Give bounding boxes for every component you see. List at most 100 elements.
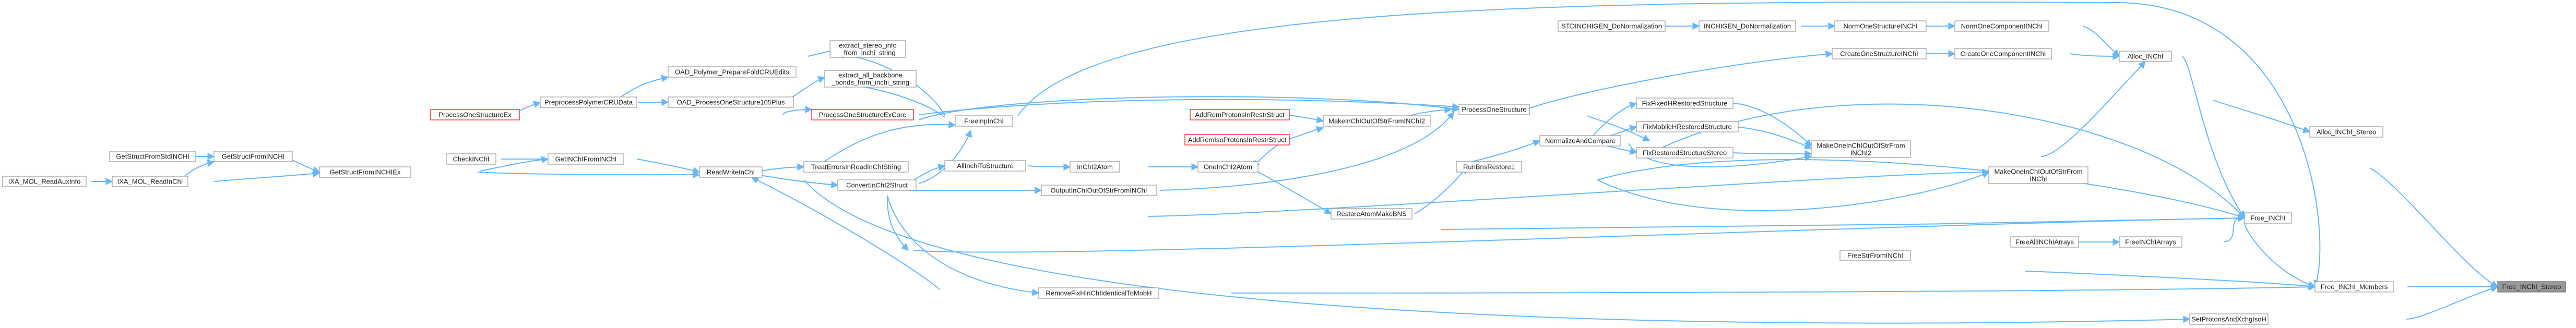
node-extract-stereo-info[interactable]: extract_stereo_info_from_inchi_string [829, 40, 906, 58]
node-setprotonsandxchgisoh[interactable]: SetProtonsAndXchgIsoH [2189, 313, 2269, 325]
node-normoneComponentinchi[interactable]: NormOneComponentINChI [1954, 20, 2049, 32]
node-free-inchi[interactable]: Free_INChI [2244, 212, 2292, 224]
node-createonestructureinchi[interactable]: CreateOneStructureINChI [1832, 48, 1927, 59]
node-fixmobilehrestoredstructure[interactable]: FixMobileHRestoredStructure [1636, 121, 1739, 132]
node-label: FixRestoredStructureStereo [1643, 149, 1727, 157]
node-label: FreeINChIArrays [2125, 238, 2176, 246]
node-addremisoprotinrestrstruct[interactable]: AddRemIsoProtonsInRestrStruct [1184, 134, 1290, 145]
node-box [1038, 287, 1159, 299]
node-convertinchi2struct[interactable]: ConvertInChI2Struct [837, 179, 917, 191]
node-getinchifrominchi[interactable]: GetINChIFromINChI [548, 153, 624, 165]
node-label: AddRemProtonsInRestrStruct [1195, 111, 1285, 119]
node-box [319, 166, 411, 178]
node-treaterrorsinreadinchistring[interactable]: TreatErrorsInReadInChIString [803, 161, 909, 173]
node-freeallinchiarrays[interactable]: FreeAllINChIArrays [2010, 236, 2079, 248]
node-box [1331, 208, 1412, 220]
node-runbnsrestore1[interactable]: RunBnsRestore1 [1456, 161, 1522, 173]
node-addremprotinrestrstruct[interactable]: AddRemProtonsInRestrStruct [1190, 109, 1290, 120]
node-allinchitostructure[interactable]: AllInchiToStructure [944, 160, 1026, 172]
edge [2369, 167, 2499, 287]
node-processonestructureexcore[interactable]: ProcessOneStructureExCore [811, 109, 914, 120]
node-readwriteinchi[interactable]: ReadWriteInChI [699, 166, 763, 178]
edge [1414, 166, 1467, 214]
edge [1148, 168, 1990, 217]
node-fixrestoredstructurestereo[interactable]: FixRestoredStructureStereo [1636, 147, 1734, 159]
node-checkinchi[interactable]: CheckINChI [446, 153, 496, 165]
node-box [1954, 20, 2049, 32]
edge [1592, 102, 1637, 137]
nodes: Free_INChI_Stereo Alloc_INChI_StereoFree_… [2, 20, 2566, 325]
node-label: _from_inchi_string [839, 49, 895, 57]
node-alloc-inchi[interactable]: Alloc_INChI [2119, 51, 2172, 62]
node-label: MakeOneInChIOutOfStrFrom [1994, 168, 2082, 176]
edge [1017, 1, 2321, 288]
node-getstructfrominchiex[interactable]: GetStructFromINCHIEx [319, 166, 411, 178]
node-makeinchioutofstrfrominchi2[interactable]: MakeInChIOutOfStrFromINChI2 [1323, 115, 1431, 127]
node-freeinchiarrays[interactable]: FreeINChIArrays [2119, 236, 2182, 248]
node-freeinpinchi[interactable]: FreeInpInChI [955, 115, 1013, 127]
edge [2082, 26, 2120, 57]
node-ixa-mol-readauxinfo[interactable]: IXA_MOL_ReadAuxInfo [2, 176, 87, 187]
edge [1257, 172, 1332, 214]
node-free-inchi-stereo[interactable]: Free_INChI_Stereo [2497, 281, 2566, 293]
node-getstructfromstdinchi[interactable]: GetStructFromStdINCHI [109, 151, 196, 162]
node-label: CreateOneStructureINChI [1840, 50, 1918, 58]
edge [1471, 140, 1541, 162]
node-box [1323, 115, 1431, 127]
node-oneinchi2atom[interactable]: OneInChI2Atom [1197, 161, 1259, 173]
node-label: NormalizeAndCompare [1545, 137, 1616, 145]
node-processonestructureex[interactable]: ProcessOneStructureEx [430, 109, 520, 120]
node-free-inchi-members[interactable]: Free_INChI_Members [2314, 281, 2394, 293]
node-outputinchioutofstrfrominchi[interactable]: OutputInChIOutOfStrFromINChI [1041, 185, 1157, 196]
node-box [1834, 20, 1927, 32]
node-preprocesspolymercrudata[interactable]: PreprocessPolymerCRUData [540, 96, 637, 108]
node-removefixhinchiidenticaltomobh[interactable]: RemoveFixHInChIIdenticalToMobH [1038, 287, 1159, 299]
node-label: ConvertInChI2Struct [846, 181, 908, 189]
node-box [1988, 166, 2088, 184]
edge [913, 214, 2246, 253]
node-box [1184, 134, 1290, 145]
node-box [829, 40, 906, 58]
node-label: IXA_MOL_ReadInChI [117, 178, 183, 186]
node-extract-all-backbone[interactable]: extract_all_backbone_bonds_from_inchi_st… [824, 70, 917, 88]
edge [480, 156, 549, 172]
node-getstructfrominchi[interactable]: GetStructFromINCHI [213, 151, 293, 162]
node-label: OAD_Polymer_PrepareFoldCRUEdits [675, 68, 789, 76]
edge [1028, 163, 1071, 171]
node-inchigen-donormalization[interactable]: INCHIGEN_DoNormalization [1699, 20, 1796, 32]
edge [756, 174, 839, 189]
node-box [2119, 51, 2172, 62]
node-processonestructure[interactable]: ProcessOneStructure [1458, 104, 1530, 115]
edge [918, 129, 972, 184]
node-label: PreprocessPolymerCRUData [544, 99, 633, 106]
node-label: CreateOneComponentINChI [1960, 50, 2046, 58]
node-label: FreeAllINChIArrays [2015, 238, 2074, 246]
node-label: RunBnsRestore1 [1463, 163, 1515, 171]
node-stdinchigen-donormalization[interactable]: STDINCHIGEN_DoNormalization [1558, 20, 1666, 32]
edge [803, 179, 2191, 324]
node-label: OutputInChIOutOfStrFromINChI [1051, 187, 1147, 195]
node-box [109, 151, 196, 162]
node-fixfixedhrestoredstructure[interactable]: FixFixedHRestoredStructure [1636, 98, 1734, 109]
node-ixa-mol-readinchi[interactable]: IXA_MOL_ReadInChI [112, 176, 188, 187]
node-restoreatommakebns[interactable]: RestoreAtomMakeBNS [1331, 208, 1412, 220]
edge [2213, 100, 2311, 133]
edge [751, 177, 940, 290]
node-box [811, 109, 914, 120]
node-freestrfrominchi[interactable]: FreeStrFromINChI [1839, 250, 1911, 261]
node-alloc-inchi-stereo[interactable]: Alloc_INChI_Stereo [2309, 126, 2383, 138]
node-label: Free_INChI [2250, 214, 2285, 222]
node-inchi2atom[interactable]: InChI2Atom [1070, 161, 1120, 173]
node-label: SetProtonsAndXchgIsoH [2191, 315, 2266, 323]
node-createonecomponentinchi[interactable]: CreateOneComponentINChI [1954, 48, 2052, 59]
node-label: GetStructFromINCHI [222, 153, 285, 161]
node-box [1839, 250, 1911, 261]
node-oad-polymer-preparefoldcrueits[interactable]: OAD_Polymer_PrepareFoldCRUEdits [668, 66, 797, 78]
node-oad-processonestructure105plus[interactable]: OAD_ProcessOneStructure105Plus [668, 96, 794, 108]
node-label: FixFixedHRestoredStructure [1642, 100, 1728, 107]
node-normonestructureinchi[interactable]: NormOneStructureINChI [1834, 20, 1927, 32]
node-box [1699, 20, 1796, 32]
node-normalizeandcompare[interactable]: NormalizeAndCompare [1539, 135, 1621, 147]
